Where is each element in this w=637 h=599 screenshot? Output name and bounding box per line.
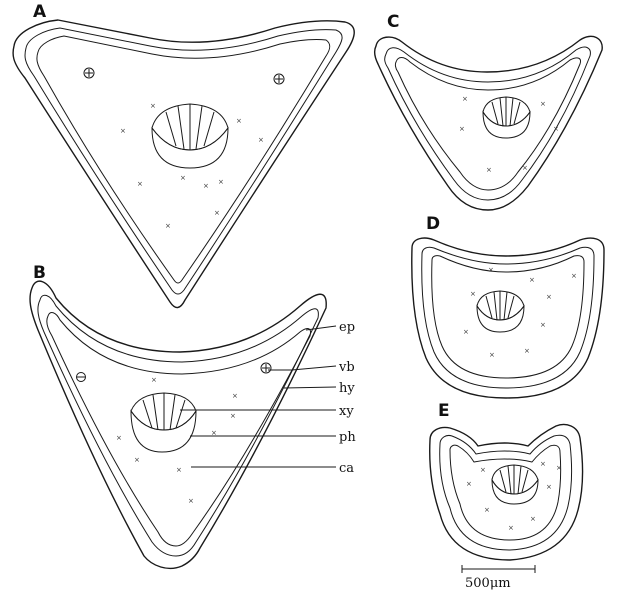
- panel-c-central-stele: [483, 97, 530, 138]
- scale-bar: 500μm: [462, 565, 535, 591]
- cortex-cell: ×: [230, 412, 236, 420]
- cortex-cell: ×: [165, 222, 171, 230]
- label-ca: ca: [339, 461, 354, 476]
- cortex-cell: ×: [466, 480, 472, 488]
- panel-e: × × × × × × × × E: [430, 401, 583, 560]
- cortex-cell: ×: [546, 483, 552, 491]
- panel-c-label: C: [387, 12, 399, 32]
- cortex-cell: ×: [540, 100, 546, 108]
- cortex-cell: ×: [508, 524, 514, 532]
- cortex-cell: ×: [524, 347, 530, 355]
- cortex-cell: ×: [116, 434, 122, 442]
- panel-b-cortical-cells: × × × × × × × ×: [116, 376, 238, 505]
- panel-d-label: D: [426, 214, 440, 234]
- panel-e-xylem: [492, 465, 538, 494]
- label-xy: xy: [339, 404, 354, 419]
- panel-a: × × × × × × × × × × A: [13, 2, 354, 308]
- panel-d-cortical-cells: × × × × × × × × ×: [463, 266, 577, 359]
- cortex-cell: ×: [151, 376, 157, 384]
- cortex-cell: ×: [137, 180, 143, 188]
- scale-bar-label: 500μm: [465, 576, 511, 591]
- panel-e-phloem: [492, 480, 538, 504]
- panel-c: × × × × × × C: [375, 12, 603, 210]
- panel-a-label: A: [33, 2, 47, 22]
- cortex-cell: ×: [459, 125, 465, 133]
- cortex-cell: ×: [150, 102, 156, 110]
- panel-c-outline: [375, 36, 603, 210]
- cortex-cell: ×: [463, 328, 469, 336]
- cortex-cell: ×: [553, 125, 559, 133]
- panel-e-central-stele: [492, 465, 538, 504]
- panel-a-vascular-bundle-right: [274, 74, 284, 84]
- label-ph: ph: [339, 430, 356, 445]
- cortex-cell: ×: [258, 136, 264, 144]
- panel-b-label: B: [33, 263, 46, 283]
- label-hy: hy: [339, 381, 355, 396]
- panel-a-hypodermis: [37, 36, 330, 283]
- panel-a-outline: [13, 20, 354, 308]
- cortex-cell: ×: [556, 464, 562, 472]
- cortex-cell: ×: [522, 164, 528, 172]
- panel-b-hypodermis: [47, 313, 311, 546]
- cortex-cell: ×: [176, 466, 182, 474]
- cortex-cell: ×: [571, 272, 577, 280]
- label-vb: vb: [338, 360, 355, 375]
- panel-c-epidermis-inner: [385, 47, 591, 200]
- cortex-cell: ×: [214, 209, 220, 217]
- panel-a-epidermis-inner: [25, 28, 342, 294]
- cortex-cell: ×: [546, 293, 552, 301]
- cortex-cell: ×: [540, 321, 546, 329]
- cortex-cell: ×: [134, 456, 140, 464]
- panel-b: × × × × × × × × ep vb hy xy ph ca B: [30, 263, 356, 568]
- cortex-cell: ×: [540, 460, 546, 468]
- cortex-cell: ×: [488, 266, 494, 274]
- cortex-cell: ×: [462, 95, 468, 103]
- panel-a-vascular-bundle-left: [84, 68, 94, 78]
- cortex-cell: ×: [236, 117, 242, 125]
- cortex-cell: ×: [218, 178, 224, 186]
- cortex-cell: ×: [120, 127, 126, 135]
- panel-b-vascular-bundle-right: [261, 363, 271, 373]
- cortex-cell: ×: [484, 506, 490, 514]
- cortex-cell: ×: [530, 515, 536, 523]
- label-ep: ep: [339, 320, 355, 335]
- panel-d: × × × × × × × × × D: [412, 214, 604, 398]
- panel-b-outline: [30, 281, 326, 568]
- cortex-cell: ×: [203, 182, 209, 190]
- cortex-cell: ×: [486, 166, 492, 174]
- panel-e-label: E: [438, 401, 450, 421]
- panel-d-central-stele: [477, 291, 524, 332]
- cortex-cell: ×: [480, 466, 486, 474]
- cortex-cell: ×: [489, 351, 495, 359]
- panel-b-central-stele: [131, 393, 196, 452]
- cortex-cell: ×: [180, 174, 186, 182]
- cortex-cell: ×: [470, 290, 476, 298]
- panel-d-outline: [412, 238, 604, 398]
- panel-a-central-stele: [152, 104, 228, 168]
- cortex-cell: ×: [188, 497, 194, 505]
- panel-b-vascular-bundle-left: [77, 373, 86, 382]
- cortex-cell: ×: [232, 392, 238, 400]
- cortex-cell: ×: [529, 276, 535, 284]
